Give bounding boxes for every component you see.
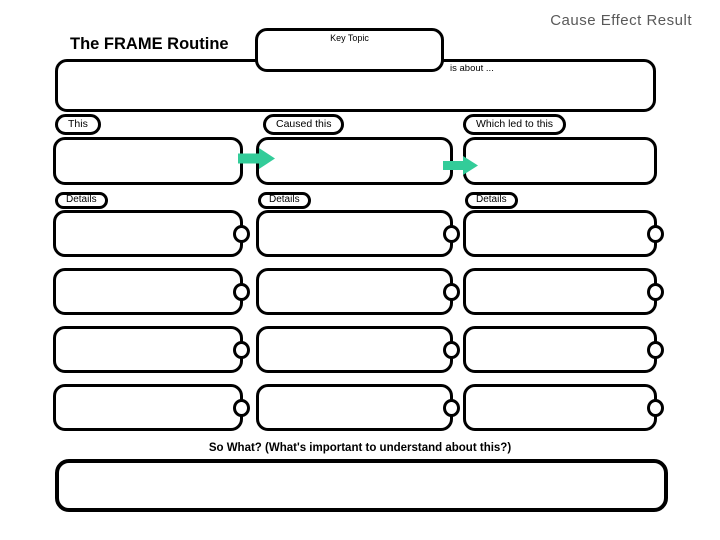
so-what-label: So What? (What's important to understand… <box>208 442 512 454</box>
corner-title: Cause Effect Result <box>550 12 692 29</box>
caused-this-pill: Caused this <box>263 114 345 135</box>
connector-circle <box>647 224 664 243</box>
cause-arrow-icon <box>238 148 275 169</box>
routine-title: The FRAME Routine <box>70 35 229 53</box>
connector-circle <box>443 398 460 417</box>
detail-box[interactable] <box>256 384 460 431</box>
connector-circle <box>443 340 460 359</box>
connector-circle <box>233 224 250 243</box>
column-which-led-to-this: Which led to this Details <box>463 114 664 432</box>
column-caused-this: Caused this Details <box>256 114 460 432</box>
caused-this-input-box[interactable] <box>256 137 453 185</box>
this-pill: This <box>55 114 101 135</box>
is-about-label: is about ... <box>450 63 494 74</box>
key-topic-label: Key Topic <box>330 33 369 43</box>
key-topic-box[interactable]: Key Topic <box>255 28 444 72</box>
connector-circle <box>647 340 664 359</box>
detail-box[interactable] <box>53 326 250 373</box>
connector-circle <box>443 224 460 243</box>
detail-box[interactable] <box>53 210 250 257</box>
connector-circle <box>647 282 664 301</box>
detail-box[interactable] <box>53 384 250 431</box>
connector-circle <box>443 282 460 301</box>
details-pill: Details <box>465 192 518 209</box>
this-input-box[interactable] <box>53 137 243 185</box>
which-led-to-this-input-box[interactable] <box>463 137 657 185</box>
which-led-to-this-pill: Which led to this <box>463 114 567 135</box>
detail-box[interactable] <box>463 326 664 373</box>
connector-circle <box>233 340 250 359</box>
column-this: This Details <box>53 114 250 432</box>
details-pill: Details <box>258 192 311 209</box>
effect-arrow-icon <box>443 156 478 175</box>
detail-box[interactable] <box>53 268 250 315</box>
detail-box[interactable] <box>256 268 460 315</box>
connector-circle <box>647 398 664 417</box>
connector-circle <box>233 398 250 417</box>
detail-box[interactable] <box>463 384 664 431</box>
so-what-input-box[interactable] <box>55 459 668 512</box>
detail-box[interactable] <box>256 210 460 257</box>
detail-box[interactable] <box>463 210 664 257</box>
connector-circle <box>233 282 250 301</box>
details-pill: Details <box>55 192 108 209</box>
detail-box[interactable] <box>256 326 460 373</box>
detail-box[interactable] <box>463 268 664 315</box>
